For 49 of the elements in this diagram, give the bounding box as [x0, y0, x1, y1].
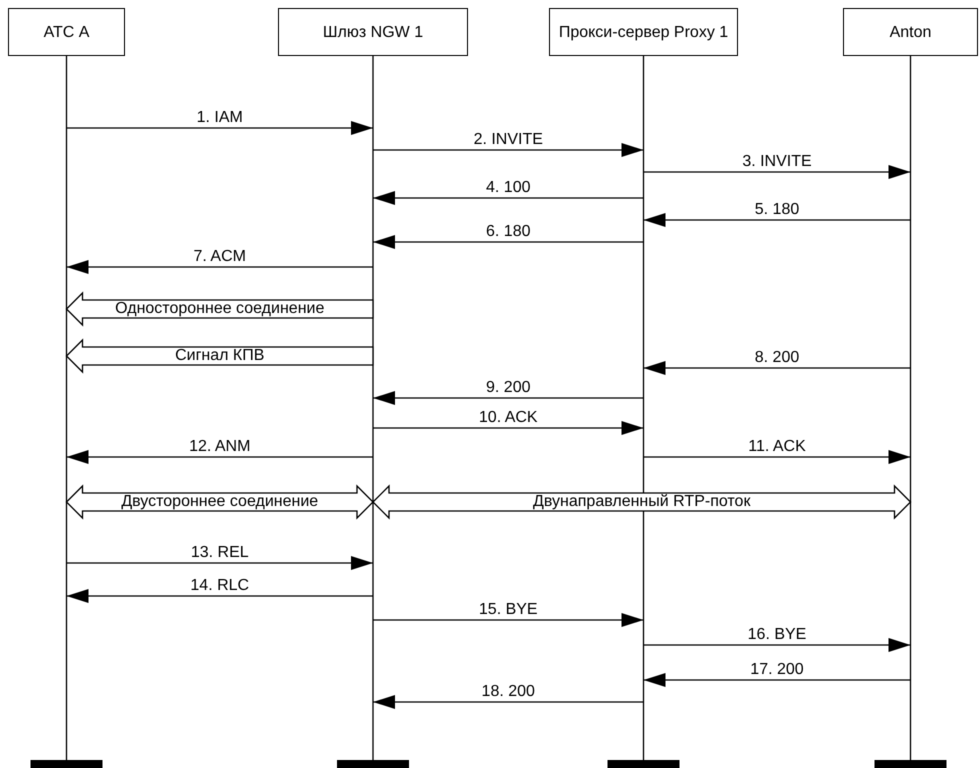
message-label: Двунаправленный RTP-поток — [533, 493, 750, 511]
hollow-arrow — [66, 484, 374, 520]
participant-name: Anton — [890, 24, 932, 40]
message-label: 12. ANM — [189, 438, 250, 456]
message-arrow — [66, 589, 373, 603]
hollow-arrow — [66, 291, 374, 327]
message-label: 1. IAM — [196, 109, 243, 127]
message-label: 15. BYE — [478, 601, 538, 619]
message-label: 17. 200 — [750, 661, 804, 679]
message-arrow — [644, 213, 910, 227]
message-label: Одностороннее соединение — [115, 300, 324, 318]
message-label: 5. 180 — [754, 201, 800, 219]
message-arrow — [66, 450, 373, 464]
message-label: 6. 180 — [486, 223, 530, 241]
message-arrow — [644, 638, 910, 652]
message-label: 13. REL — [190, 544, 249, 562]
message-label: 3. INVITE — [742, 153, 812, 171]
message-label: Двустороннее соединение — [121, 493, 318, 511]
participant-lifeline — [843, 8, 978, 768]
message-arrow — [644, 673, 910, 687]
message-label: 9. 200 — [486, 379, 530, 397]
message-label: Сигнал КПВ — [175, 347, 264, 365]
message-label: 4. 100 — [486, 179, 530, 197]
message-label: 10. ACK — [478, 409, 538, 427]
message-arrow — [373, 235, 644, 249]
message-label: 2. INVITE — [474, 131, 543, 149]
message-arrow — [644, 361, 910, 375]
participant-name: АТС А — [44, 24, 90, 40]
hollow-arrow — [372, 484, 912, 520]
message-label: 16. BYE — [748, 626, 806, 644]
message-label: 7. ACM — [194, 248, 246, 266]
message-label: 14. RLC — [190, 577, 250, 595]
message-arrow — [373, 421, 644, 435]
message-label: 18. 200 — [482, 683, 535, 701]
message-arrow — [644, 450, 910, 464]
message-arrow — [644, 165, 910, 179]
participant-name: Прокси-сервер Proxy 1 — [558, 24, 728, 40]
message-arrow — [66, 260, 373, 274]
message-arrow — [373, 143, 644, 157]
message-arrow — [66, 556, 373, 570]
message-label: 8. 200 — [754, 349, 800, 367]
message-arrow — [373, 191, 644, 205]
message-arrow — [373, 613, 644, 627]
message-arrow — [66, 121, 373, 135]
participant-name: Шлюз NGW 1 — [322, 24, 424, 40]
message-arrow — [373, 695, 644, 709]
message-arrow — [373, 391, 644, 405]
hollow-arrow — [66, 338, 374, 374]
message-label: 11. ACK — [748, 438, 806, 456]
